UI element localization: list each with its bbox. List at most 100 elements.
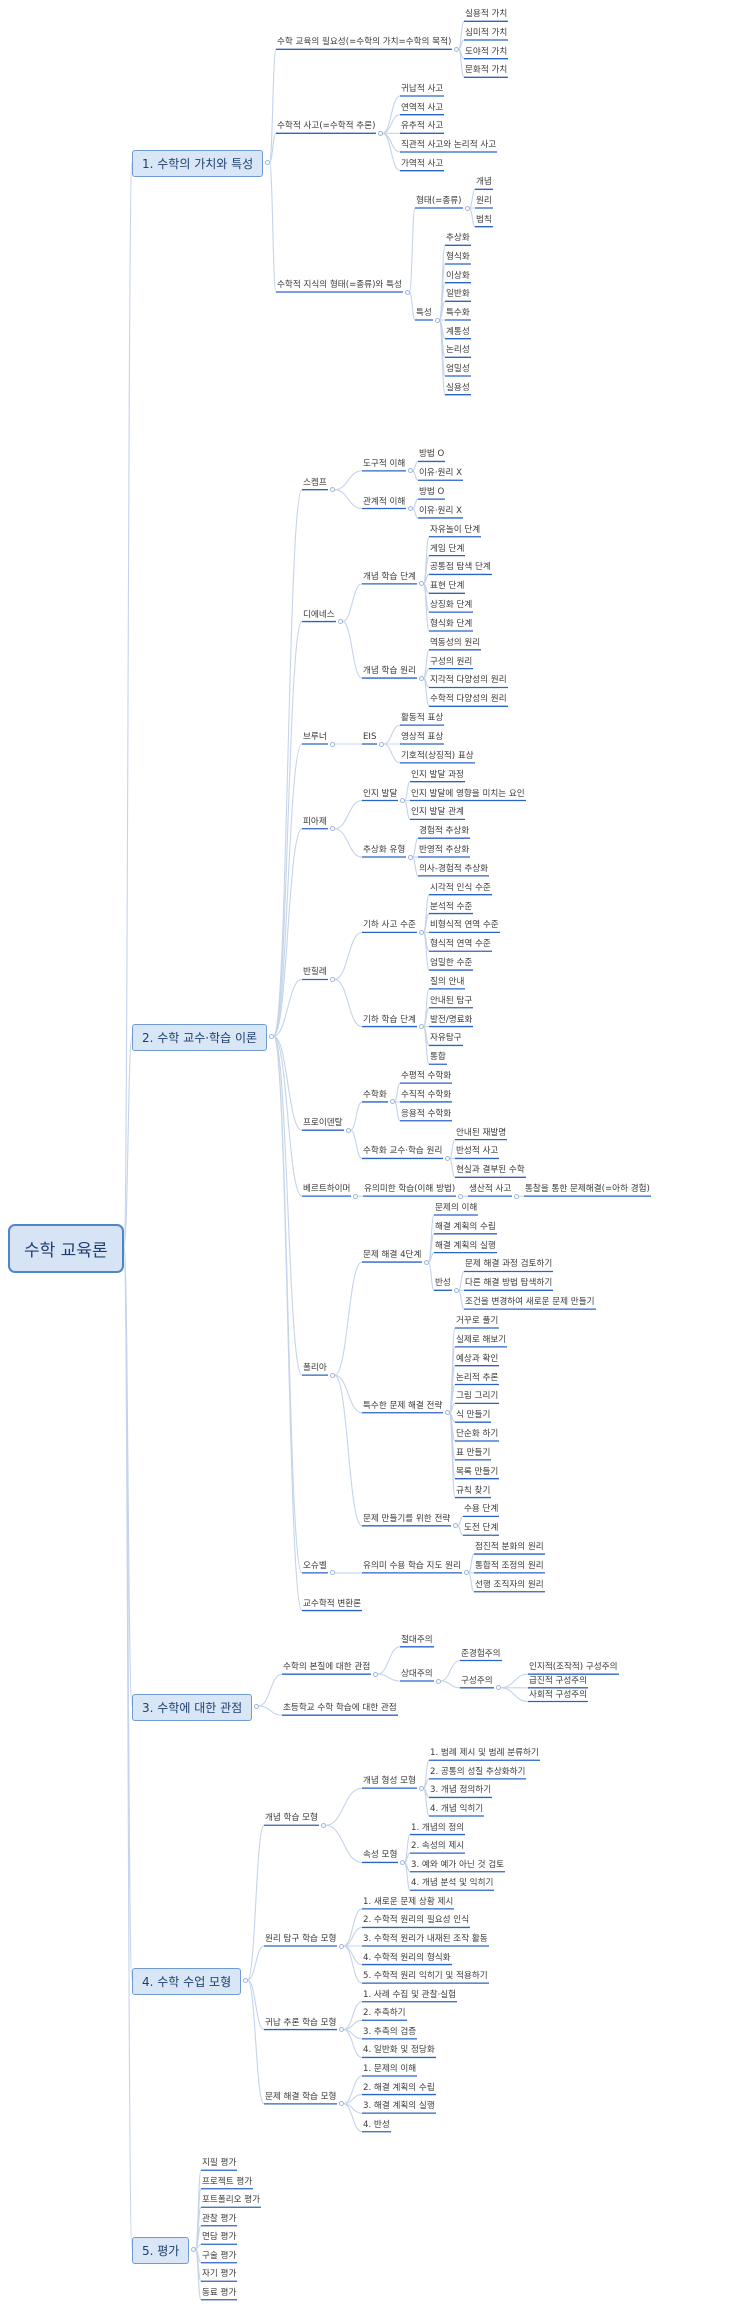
node-방법-o[interactable]: 방법 O <box>419 487 445 498</box>
node-면담-평가[interactable]: 면담 평가 <box>202 2232 237 2243</box>
node-5-수학적-원리-익히기-및-적용하기[interactable]: 5. 수학적 원리 익히기 및 적용하기 <box>363 1971 488 1982</box>
node-1-문제의-이해[interactable]: 1. 문제의 이해 <box>363 2064 417 2074</box>
node-자유놀이-단계[interactable]: 자유놀이 단계 <box>430 524 481 535</box>
node-4-개념-분석-및-익히기[interactable]: 4. 개념 분석 및 익히기 <box>411 1878 494 1889</box>
node-추상화-유형[interactable]: 추상화 유형 <box>363 845 406 856</box>
node-형식적-연역-수준[interactable]: 형식적 연역 수준 <box>430 939 491 950</box>
node-수용-단계[interactable]: 수용 단계 <box>464 1504 499 1515</box>
node-스켐프[interactable]: 스켐프 <box>303 477 327 488</box>
node-2-수학적-원리의-필요성-인식[interactable]: 2. 수학적 원리의 필요성 인식 <box>363 1915 470 1926</box>
node-영상적-표상[interactable]: 영상적 표상 <box>401 732 444 742</box>
node-이유-원리-x[interactable]: 이유·원리 X <box>419 468 462 479</box>
node-다른-해결-방법-탐색하기[interactable]: 다른 해결 방법 탐색하기 <box>465 1278 553 1289</box>
node-프로이덴탈[interactable]: 프로이덴탈 <box>303 1118 343 1129</box>
node-직관적-사고와-논리적-사고[interactable]: 직관적 사고와 논리적 사고 <box>401 140 497 150</box>
node-수학적-지식의-형태-종류-와-특성[interactable]: 수학적 지식의 형태(=종류)와 특성 <box>277 280 402 290</box>
node-질의-안내[interactable]: 질의 안내 <box>430 976 465 987</box>
node-일반화[interactable]: 일반화 <box>446 289 470 300</box>
node-1-사례-수집-및-관찰-실험[interactable]: 1. 사례 수집 및 관찰·실험 <box>363 1989 457 2000</box>
node-엄밀성[interactable]: 엄밀성 <box>446 364 470 374</box>
node-역동성의-원리[interactable]: 역동성의 원리 <box>430 637 481 648</box>
node-반성[interactable]: 반성 <box>435 1278 451 1289</box>
node-경험적-추상화[interactable]: 경험적 추상화 <box>419 826 470 837</box>
node-연역적-사고[interactable]: 연역적 사고 <box>401 102 444 113</box>
node-심미적-가치[interactable]: 심미적 가치 <box>465 28 508 38</box>
node-해결-계획의-수립[interactable]: 해결 계획의 수립 <box>435 1221 496 1232</box>
node-인지-발달[interactable]: 인지 발달 <box>363 788 398 799</box>
node-활동적-표상[interactable]: 활동적 표상 <box>401 713 444 724</box>
node-교수학적-변환론[interactable]: 교수학적 변환론 <box>303 1598 362 1609</box>
node-1-개념의-정의[interactable]: 1. 개념의 정의 <box>411 1822 465 1833</box>
node-상대주의[interactable]: 상대주의 <box>401 1669 433 1679</box>
node-상징화-단계[interactable]: 상징화 단계 <box>430 600 473 611</box>
node-반힐레[interactable]: 반힐레 <box>303 967 327 978</box>
node-1-새로운-문제-상황-제시[interactable]: 1. 새로운 문제 상황 제시 <box>363 1896 454 1907</box>
node-관계적-이해[interactable]: 관계적 이해 <box>363 496 406 507</box>
node-실제로-해보기[interactable]: 실제로 해보기 <box>456 1334 507 1345</box>
node-반영적-추상화[interactable]: 반영적 추상화 <box>419 845 470 856</box>
branch-2[interactable]: 2. 수학 교수·학습 이론 <box>132 1024 268 1051</box>
node-공통점-탐색-단계[interactable]: 공통점 탐색 단계 <box>430 562 491 573</box>
node-거꾸로-풀기[interactable]: 거꾸로 풀기 <box>456 1316 499 1326</box>
node-이상화[interactable]: 이상화 <box>446 270 470 281</box>
node-인지-발달에-영향을-미치는-요인[interactable]: 인지 발달에 영향을 미치는 요인 <box>411 788 525 799</box>
node-실용성[interactable]: 실용성 <box>446 382 470 393</box>
node-프로젝트-평가[interactable]: 프로젝트 평가 <box>202 2176 253 2187</box>
node-2-공통의-성질-추상화하기[interactable]: 2. 공통의 성질 추상화하기 <box>430 1766 526 1777</box>
node-4-반성[interactable]: 4. 반성 <box>363 2119 390 2130</box>
node-수학화-교수-학습-원리[interactable]: 수학화 교수·학습 원리 <box>363 1146 443 1157</box>
node-자기-평가[interactable]: 자기 평가 <box>202 2269 237 2280</box>
node-개념[interactable]: 개념 <box>476 177 492 188</box>
node-수학적-사고-수학적-추론[interactable]: 수학적 사고(=수학적 추론) <box>277 121 376 132</box>
node-절대주의[interactable]: 절대주의 <box>401 1634 433 1645</box>
node-수학-교육의-필요성-수학의-가치-수학의-목적[interactable]: 수학 교육의 필요성(=수학의 가치=수학의 목적) <box>277 37 452 48</box>
node-계통성[interactable]: 계통성 <box>446 326 470 337</box>
node-수직적-수학화[interactable]: 수직적 수학화 <box>401 1089 452 1100</box>
node-문화적-가치[interactable]: 문화적 가치 <box>465 65 508 76</box>
node-귀납-추론-학습-모형[interactable]: 귀납 추론 학습 모형 <box>265 2017 337 2028</box>
node-특수한-문제-해결-전략[interactable]: 특수한 문제 해결 전략 <box>363 1400 443 1411</box>
node-급진적-구성주의[interactable]: 급진적 구성주의 <box>529 1675 588 1686</box>
node-3-추측의-검증[interactable]: 3. 추측의 검증 <box>363 2026 417 2037</box>
node-표-만들기[interactable]: 표 만들기 <box>456 1447 491 1458</box>
root-topic[interactable]: 수학 교육론 <box>8 1224 124 1273</box>
node-안내된-탐구[interactable]: 안내된 탐구 <box>430 995 473 1006</box>
node-문제-해결-과정-검토하기[interactable]: 문제 해결 과정 검토하기 <box>465 1259 553 1270</box>
node-4-개념-익히기[interactable]: 4. 개념 익히기 <box>430 1804 484 1814</box>
node-형태-종류[interactable]: 형태(=종류) <box>416 196 462 206</box>
node-해결-계획의-실행[interactable]: 해결 계획의 실행 <box>435 1240 496 1251</box>
node-초등학교-수학-학습에-대한-관점[interactable]: 초등학교 수학 학습에 대한 관점 <box>283 1703 397 1714</box>
node-형식화-단계[interactable]: 형식화 단계 <box>430 618 473 629</box>
node-통찰을-통한-문제해결-아하-경험[interactable]: 통찰을 통한 문제해결(=아하 경험) <box>525 1184 650 1195</box>
node-통합적-조정의-원리[interactable]: 통합적 조정의 원리 <box>475 1560 544 1571</box>
node-규칙-찾기[interactable]: 규칙 찾기 <box>456 1485 491 1496</box>
node-실용적-가치[interactable]: 실용적 가치 <box>465 9 508 20</box>
node-예상과-확인[interactable]: 예상과 확인 <box>456 1353 499 1364</box>
node-3-개념-정의하기[interactable]: 3. 개념 정의하기 <box>430 1785 492 1796</box>
node-사회적-구성주의[interactable]: 사회적 구성주의 <box>529 1689 588 1700</box>
node-식-만들기[interactable]: 식 만들기 <box>456 1410 491 1421</box>
node-안내된-재발명[interactable]: 안내된 재발명 <box>456 1127 507 1138</box>
node-인지-발달-관계[interactable]: 인지 발달 관계 <box>411 807 464 818</box>
node-지필-평가[interactable]: 지필 평가 <box>202 2158 237 2169</box>
node-원리-탐구-학습-모형[interactable]: 원리 탐구 학습 모형 <box>265 1934 337 1944</box>
node-방법-o[interactable]: 방법 O <box>419 449 445 460</box>
node-동료-평가[interactable]: 동료 평가 <box>202 2287 237 2298</box>
node-도야적-가치[interactable]: 도야적 가치 <box>465 46 508 57</box>
node-선행-조직자의-원리[interactable]: 선행 조직자의 원리 <box>475 1579 544 1590</box>
node-문제-만들기를-위한-전략[interactable]: 문제 만들기를 위한 전략 <box>363 1513 451 1524</box>
node-문제-해결-4단계[interactable]: 문제 해결 4단계 <box>363 1250 422 1261</box>
node-논리성[interactable]: 논리성 <box>446 345 470 356</box>
node-발전-명료화[interactable]: 발전/명료화 <box>430 1014 473 1025</box>
branch-4[interactable]: 4. 수학 수업 모형 <box>132 1968 242 1995</box>
node-형식화[interactable]: 형식화 <box>446 252 470 262</box>
node-3-해결-계획의-실행[interactable]: 3. 해결 계획의 실행 <box>363 2101 435 2112</box>
node-특성[interactable]: 특성 <box>416 308 432 318</box>
node-개념-학습-모형[interactable]: 개념 학습 모형 <box>265 1813 318 1824</box>
node-구술-평가[interactable]: 구술 평가 <box>202 2250 237 2261</box>
node-유추적-사고[interactable]: 유추적 사고 <box>401 121 444 132</box>
node-이유-원리-x[interactable]: 이유·원리 X <box>419 505 462 516</box>
node-개념-학습-단계[interactable]: 개념 학습 단계 <box>363 571 416 582</box>
node-문제-해결-학습-모형[interactable]: 문제 해결 학습 모형 <box>265 2091 337 2102</box>
node-조건을-변경하여-새로운-문제-만들기[interactable]: 조건을 변경하여 새로운 문제 만들기 <box>465 1297 595 1308</box>
